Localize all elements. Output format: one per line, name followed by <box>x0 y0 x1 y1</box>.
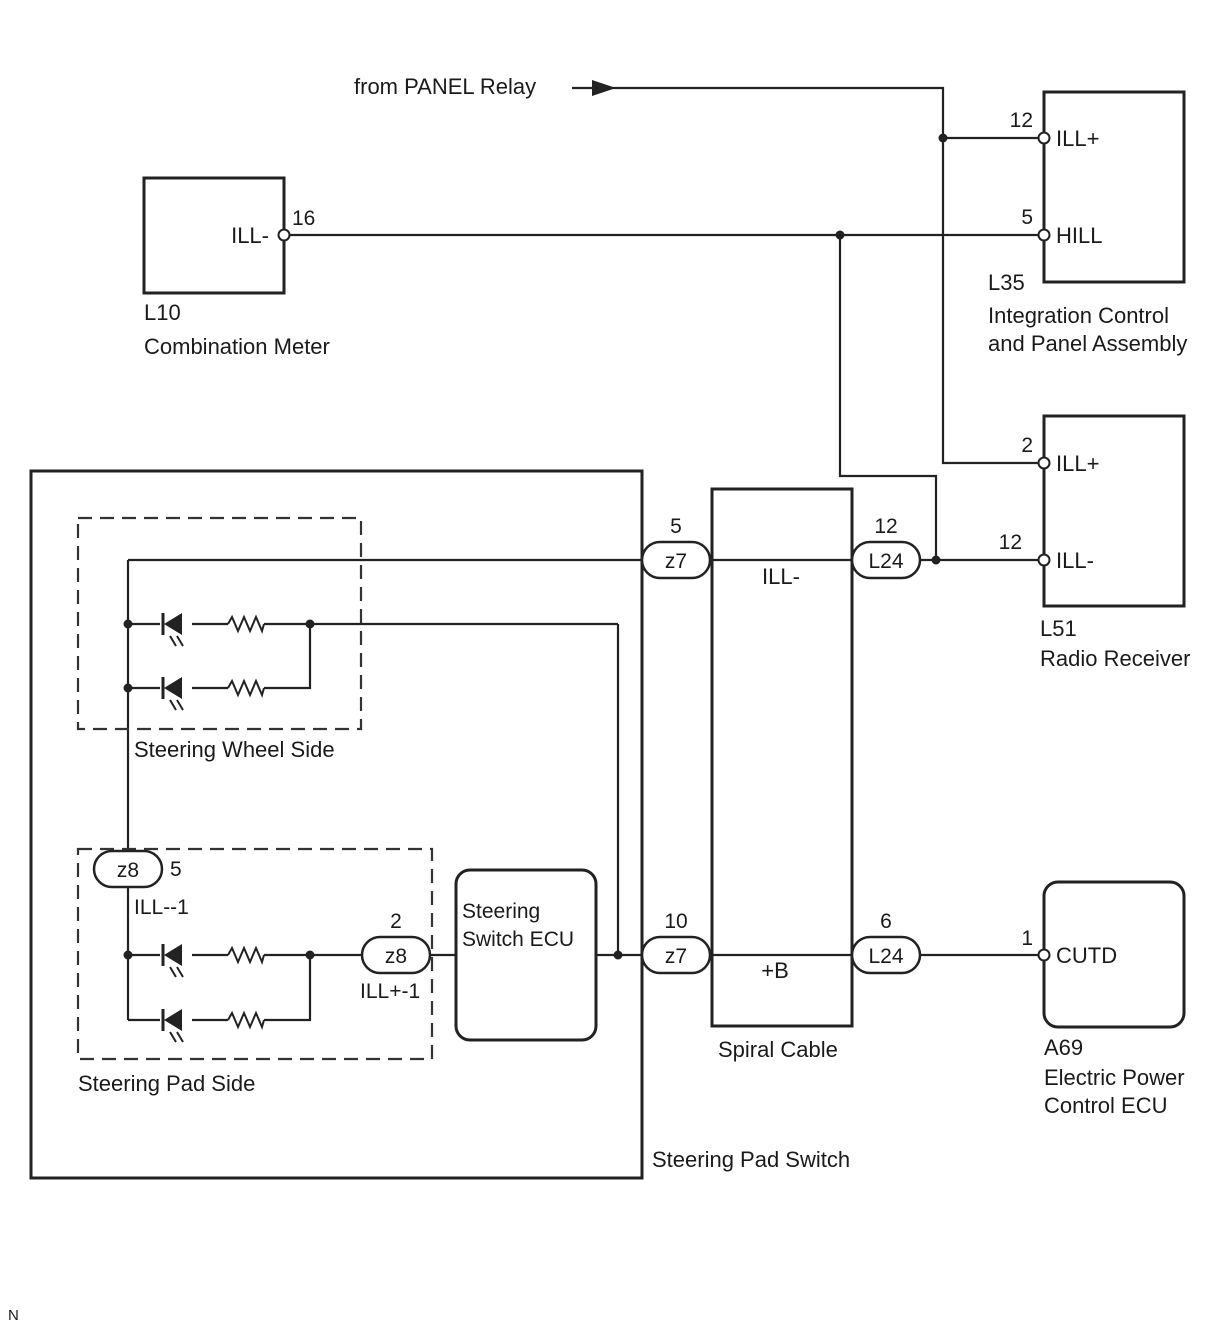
connector-l24-top-id: L24 <box>868 550 903 573</box>
terminals <box>277 131 1051 962</box>
led-resistor-pad-2 <box>160 1008 265 1043</box>
connector-z7-top-id: z7 <box>665 550 687 573</box>
radio-receiver-box <box>1042 414 1186 608</box>
eps-ecu-name-line2: Control ECU <box>1044 1093 1167 1118</box>
splice-points <box>123 133 948 960</box>
led-resistor-wheel-1 <box>160 612 265 647</box>
eps-ecu-name-line1: Electric Power <box>1044 1065 1185 1090</box>
connector-l24-bottom-id: L24 <box>868 945 903 968</box>
connector-z8-right-signal: ILL+-1 <box>360 980 420 1003</box>
footer-code: N <box>8 1307 19 1324</box>
steering-switch-ecu-line2: Switch ECU <box>462 928 574 951</box>
steering-pad-side-label: Steering Pad Side <box>78 1071 255 1096</box>
connector-z8-right-pin: 2 <box>390 910 402 933</box>
connector-z8-right: z8 <box>360 935 432 975</box>
steering-pad-side-area <box>76 847 434 1061</box>
source-label: from PANEL Relay <box>354 74 536 99</box>
eps-ecu-code: A69 <box>1044 1035 1083 1060</box>
integration-panel-box <box>1042 90 1186 284</box>
radio-receiver-pin1-label: ILL+ <box>1056 451 1099 476</box>
wire-pad-led-row2 <box>128 955 312 1022</box>
connector-z8-left-pin: 5 <box>170 858 182 881</box>
steering-pad-switch-name: Steering Pad Switch <box>652 1147 850 1172</box>
radio-receiver-code: L51 <box>1040 616 1077 641</box>
connector-z7-bottom: z7 <box>640 935 712 975</box>
integration-panel-pin2-no: 5 <box>1021 206 1033 229</box>
wire-wheel-led-row2 <box>128 624 312 690</box>
wire-panel-relay <box>572 86 1044 465</box>
radio-receiver-pin2-label: ILL- <box>1056 548 1094 573</box>
integration-panel-name-line1: Integration Control <box>988 303 1169 328</box>
combination-meter-pin-no: 16 <box>292 207 315 230</box>
connector-z7-bottom-pin: 10 <box>664 910 687 933</box>
connector-z8-right-id: z8 <box>385 945 407 968</box>
spiral-cable-wire1-label: ILL- <box>762 564 800 589</box>
connector-l24-bottom: L24 <box>850 935 922 975</box>
integration-panel-pin1-no: 12 <box>1010 109 1033 132</box>
spiral-cable-wire2-label: +B <box>761 958 789 983</box>
steering-switch-ecu-line1: Steering <box>462 900 540 923</box>
connector-l24-top-pin: 12 <box>874 515 897 538</box>
steering-wheel-side-label: Steering Wheel Side <box>134 737 335 762</box>
connector-z7-top-pin: 5 <box>670 515 682 538</box>
eps-ecu-pin-label: CUTD <box>1056 943 1117 968</box>
panel-relay-arrow <box>592 80 616 96</box>
eps-ecu-pin-no: 1 <box>1021 927 1033 950</box>
led-circuits <box>160 612 265 1043</box>
steering-wheel-side-area <box>76 516 363 731</box>
steering-switch-ecu-box <box>454 868 598 1042</box>
radio-receiver-name: Radio Receiver <box>1040 646 1190 671</box>
connector-z7-bottom-id: z7 <box>665 945 687 968</box>
connector-z7-top: z7 <box>640 540 712 580</box>
combination-meter-name: Combination Meter <box>144 334 330 359</box>
spiral-cable-name: Spiral Cable <box>718 1037 838 1062</box>
connector-z8-left: z8 <box>92 849 164 889</box>
integration-panel-code: L35 <box>988 270 1025 295</box>
connector-l24-bottom-pin: 6 <box>880 910 892 933</box>
combination-meter-code: L10 <box>144 300 181 325</box>
radio-receiver-pin1-no: 2 <box>1021 434 1033 457</box>
integration-panel-pin1-label: ILL+ <box>1056 126 1099 151</box>
connector-l24-top: L24 <box>850 540 922 580</box>
combination-meter-pin-label: ILL- <box>231 223 269 248</box>
led-resistor-wheel-2 <box>160 676 265 711</box>
integration-panel-name-line2: and Panel Assembly <box>988 331 1187 356</box>
steering-pad-switch-box <box>29 469 644 1180</box>
integration-panel-pin2-label: HILL <box>1056 223 1102 248</box>
connector-z8-left-signal: ILL--1 <box>134 896 189 919</box>
spiral-cable-box <box>710 487 854 1028</box>
connector-z8-left-id: z8 <box>117 859 139 882</box>
radio-receiver-pin2-no: 12 <box>999 531 1022 554</box>
led-resistor-pad-1 <box>160 943 265 978</box>
wire-ill-minus-drop <box>838 235 938 560</box>
